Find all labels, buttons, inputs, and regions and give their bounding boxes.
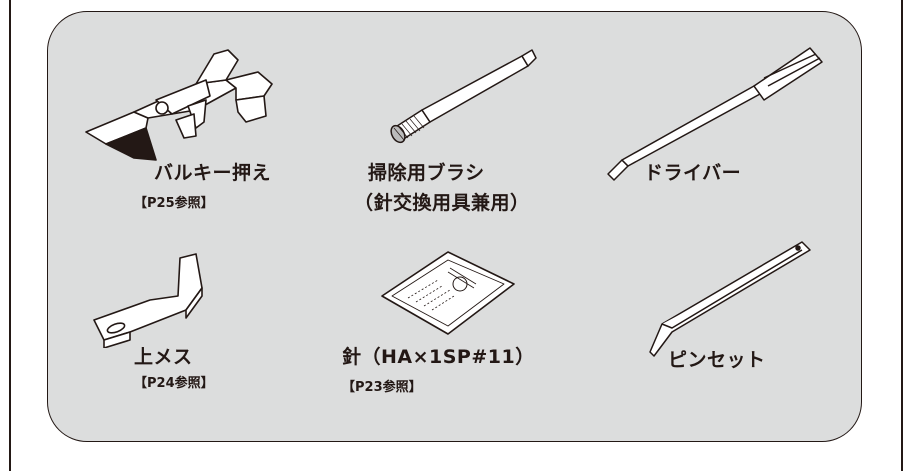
tweezers-icon — [649, 241, 811, 357]
accessory-name-note: （針交換用具兼用） — [354, 192, 530, 214]
accessory-name: バルキー押え — [154, 162, 272, 184]
accessory-page-ref: 【P25参照】 — [134, 196, 214, 211]
needle-pack-icon — [381, 251, 515, 335]
accessories-panel: バルキー押え 【P25参照】 掃除用ブラシ （針交換用具兼用） ドライバー — [47, 11, 862, 442]
accessory-name: ピンセット — [668, 349, 766, 371]
page-frame — [9, 0, 903, 471]
accessory-name: 針（HA×1SP#11） — [342, 346, 535, 368]
accessory-page-ref: 【P24参照】 — [134, 376, 214, 391]
accessory-name: 掃除用ブラシ — [368, 162, 485, 184]
accessory-name: 上メス — [134, 346, 193, 368]
cleaning-brush-icon — [390, 49, 537, 144]
accessory-page-ref: 【P23参照】 — [342, 380, 422, 395]
bulky-foot-icon — [85, 49, 273, 161]
upper-knife-icon — [93, 253, 203, 348]
screwdriver-icon — [607, 47, 823, 181]
accessory-name: ドライバー — [644, 162, 742, 184]
